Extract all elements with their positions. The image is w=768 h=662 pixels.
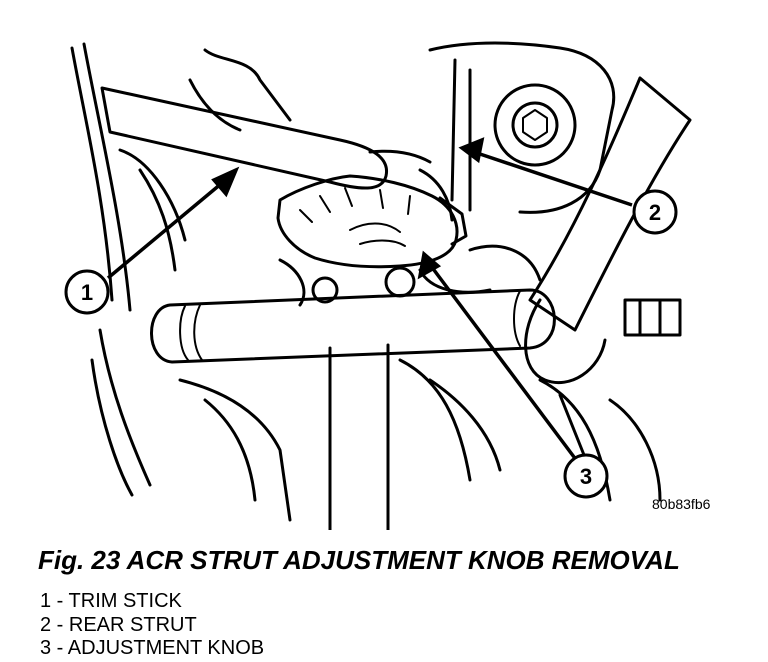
leader-line-2 (473, 150, 633, 207)
leader-line-3 (426, 260, 582, 467)
small-fitting-2 (384, 266, 416, 298)
strut-tube-rings (179, 290, 521, 361)
trim-stick-tip (368, 149, 432, 164)
callout-1-number: 1 (81, 280, 93, 305)
hex-bolt-inner (511, 101, 559, 149)
callout-1: 1 (64, 269, 110, 315)
small-fitting (311, 276, 339, 304)
rear-strut-lower (524, 298, 607, 385)
left-body-panel (70, 42, 132, 312)
arrowhead-2 (458, 137, 485, 164)
rear-strut (528, 76, 692, 332)
leader-line-1 (106, 176, 230, 280)
figure-caption: Fig. 23 ACR STRUT ADJUSTMENT KNOB REMOVA… (38, 545, 680, 575)
callout-3-number: 3 (580, 464, 592, 489)
arrowhead-1 (211, 166, 240, 198)
lower-left-component (178, 258, 306, 522)
adjustment-knob (276, 174, 459, 269)
left-lower-panel (90, 328, 152, 497)
strut-bolt (623, 298, 682, 337)
legend-item: 2 - REAR STRUT (40, 613, 197, 636)
legend-item: 1 - TRIM STICK (40, 590, 182, 612)
line-drawing-figure: 1 2 3 (64, 41, 692, 530)
callout-3: 3 (563, 453, 609, 499)
mount-bracket (418, 58, 472, 222)
hex-bolt-socket (522, 109, 548, 141)
arrowhead-3 (417, 250, 442, 280)
callout-2-number: 2 (649, 200, 661, 225)
strut-tube (150, 288, 556, 364)
knob-stem (438, 196, 468, 246)
trim-stick (100, 86, 389, 190)
hex-bolt-outer (493, 83, 577, 167)
vertical-post (328, 343, 390, 530)
legend-item: 3 - ADJUSTMENT KNOB (40, 637, 265, 659)
legend-list: 1 - TRIM STICK 2 - REAR STRUT 3 - ADJUST… (40, 590, 264, 661)
upper-left-component (188, 48, 292, 132)
upper-mount (428, 41, 616, 214)
figure-reference-code: 80b83fb6 (652, 496, 711, 512)
upper-left-component-2 (118, 148, 187, 272)
callout-2: 2 (632, 189, 678, 235)
knob-ridges (299, 187, 411, 247)
lower-right-component (398, 244, 542, 482)
